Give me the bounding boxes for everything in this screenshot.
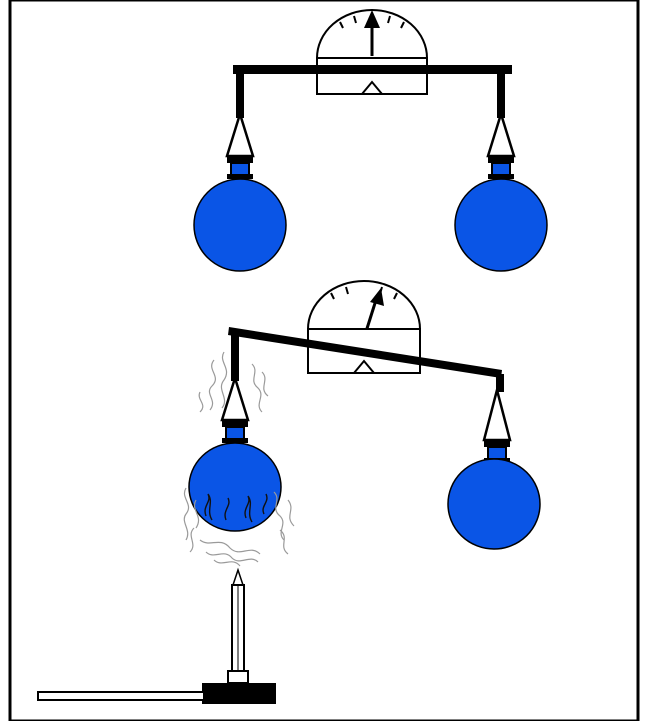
tilted-balance xyxy=(37,280,541,704)
gas-hose xyxy=(37,691,205,701)
balance-housing-top xyxy=(316,57,428,95)
flask-left-bottom xyxy=(188,420,282,532)
flask-left-top xyxy=(193,156,287,272)
bunsen-burner xyxy=(202,567,276,704)
gauge-dial-bottom xyxy=(306,280,422,339)
gauge-dial-top xyxy=(315,9,429,59)
flame-wisps xyxy=(183,487,295,567)
flask-right-top xyxy=(454,156,548,272)
flask-right-bottom xyxy=(447,440,541,550)
flame-tips xyxy=(204,493,268,523)
balanced-balance xyxy=(193,9,548,272)
frame-border xyxy=(8,0,640,721)
